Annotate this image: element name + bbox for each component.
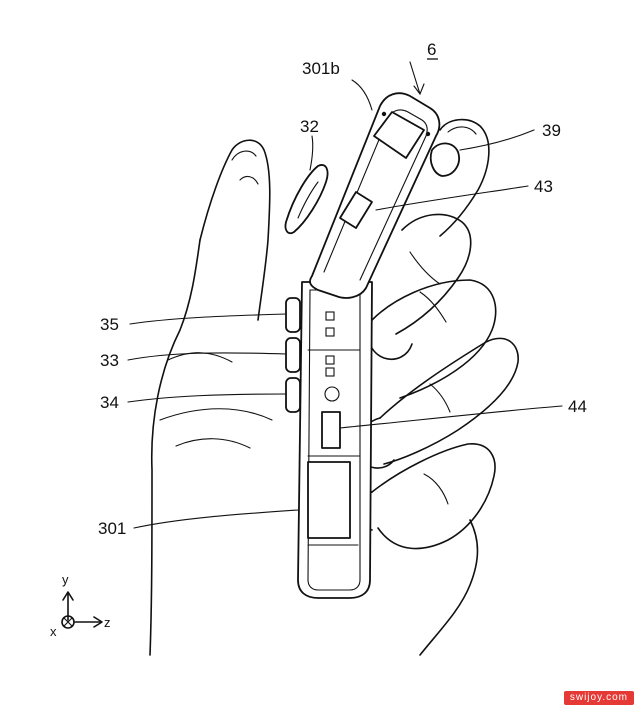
label-44: 44 xyxy=(568,397,587,416)
button-33 xyxy=(285,337,301,373)
sensor-circle xyxy=(324,386,340,402)
label-33: 33 xyxy=(100,351,119,370)
button-35 xyxy=(285,297,301,333)
coordinate-axes: y x z xyxy=(50,572,111,639)
label-39: 39 xyxy=(542,121,561,140)
button-34 xyxy=(285,377,301,413)
hinge-39 xyxy=(429,142,460,177)
axis-label-z: z xyxy=(104,615,111,630)
z-arrow-icon xyxy=(93,616,103,628)
watermark: swijoy.com xyxy=(563,691,634,705)
label-34: 34 xyxy=(100,393,119,412)
label-301b: 301b xyxy=(302,59,340,78)
y-arrow-icon xyxy=(62,591,74,601)
window-44 xyxy=(321,411,341,449)
axis-label-x: x xyxy=(50,624,57,639)
axis-label-y: y xyxy=(62,572,69,587)
display-301 xyxy=(307,461,351,539)
device-body xyxy=(284,92,460,599)
label-device-6: 6 xyxy=(427,40,436,59)
label-301: 301 xyxy=(98,519,126,538)
x-out-of-page-icon xyxy=(61,615,75,629)
top-screen xyxy=(373,111,425,159)
leader-lines xyxy=(127,61,563,529)
label-32: 32 xyxy=(300,117,319,136)
label-35: 35 xyxy=(100,315,119,334)
label-43: 43 xyxy=(534,177,553,196)
window-43 xyxy=(339,191,373,229)
reference-labels: 6 301b 32 39 43 35 33 34 44 301 xyxy=(98,40,587,538)
